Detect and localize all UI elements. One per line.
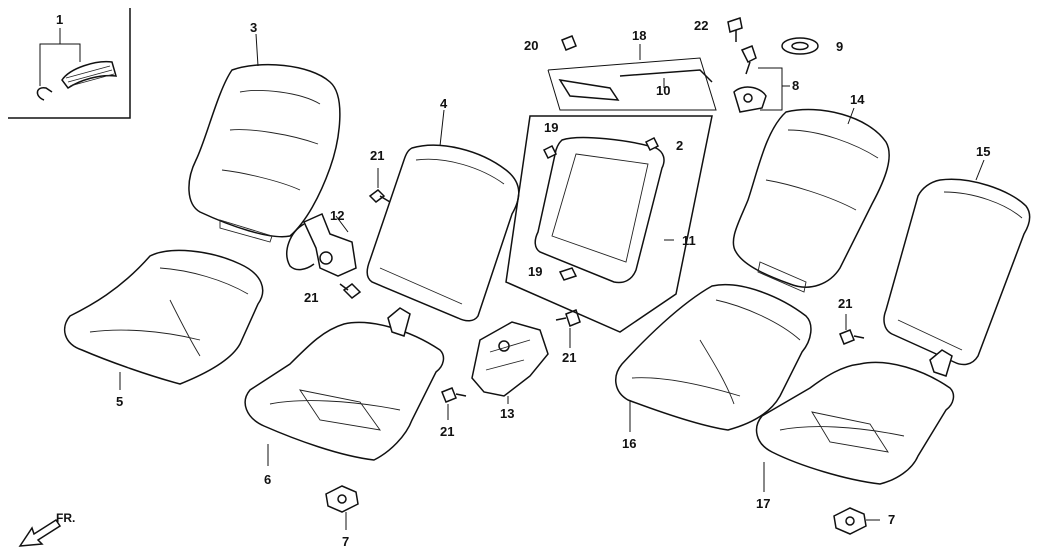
clip-inset-box bbox=[8, 8, 131, 119]
bolt-21-d bbox=[441, 387, 467, 420]
bolt-21-c bbox=[555, 309, 581, 348]
label-15: 15 bbox=[976, 144, 990, 159]
part-16-seat-cushion bbox=[615, 284, 812, 432]
front-direction-label: FR. bbox=[56, 511, 75, 525]
label-21-c: 21 bbox=[562, 350, 576, 365]
label-1: 1 bbox=[56, 12, 63, 27]
label-21-a: 21 bbox=[370, 148, 384, 163]
front-direction-arrow: FR. bbox=[18, 511, 75, 547]
label-21-e: 21 bbox=[838, 296, 852, 311]
label-19-bottom: 19 bbox=[528, 264, 542, 279]
label-19-top: 19 bbox=[544, 120, 558, 135]
part-11-back-panel bbox=[505, 115, 713, 333]
label-16: 16 bbox=[622, 436, 636, 451]
part-13-latch-bracket bbox=[471, 321, 549, 404]
bolt-21-e bbox=[839, 314, 865, 345]
label-21-d: 21 bbox=[440, 424, 454, 439]
bolt-20 bbox=[561, 35, 577, 51]
part-9-nut bbox=[781, 37, 819, 55]
clip-2 bbox=[644, 136, 660, 152]
part-12-recliner-hinge bbox=[286, 212, 357, 277]
part-5-seat-cushion bbox=[63, 249, 264, 390]
label-8: 8 bbox=[792, 78, 799, 93]
label-5: 5 bbox=[116, 394, 123, 409]
label-17: 17 bbox=[756, 496, 770, 511]
part-7-cap-right bbox=[833, 507, 880, 535]
clip-19-b bbox=[558, 267, 578, 281]
part-14-seatback-cover bbox=[732, 107, 890, 293]
label-3: 3 bbox=[250, 20, 257, 35]
label-7-right: 7 bbox=[888, 512, 895, 527]
label-20: 20 bbox=[524, 38, 538, 53]
part-4-seatback bbox=[366, 109, 520, 322]
part-1-clips bbox=[36, 28, 118, 101]
label-11: 11 bbox=[682, 233, 696, 248]
label-14: 14 bbox=[850, 92, 865, 107]
bolt-21-a bbox=[368, 168, 391, 203]
label-13: 13 bbox=[500, 406, 514, 421]
label-4: 4 bbox=[440, 96, 448, 111]
part-3-seatback-cover bbox=[188, 33, 341, 243]
part-labels: 1 2 3 4 5 6 7 7 8 9 10 11 12 13 14 15 16… bbox=[56, 12, 990, 549]
label-2: 2 bbox=[676, 138, 683, 153]
label-18: 18 bbox=[632, 28, 646, 43]
label-7-left: 7 bbox=[342, 534, 349, 549]
clip-19-a bbox=[542, 144, 558, 160]
label-9: 9 bbox=[836, 39, 843, 54]
part-7-cap-left bbox=[325, 485, 359, 530]
label-10: 10 bbox=[656, 83, 670, 98]
label-12: 12 bbox=[330, 208, 344, 223]
part-8-lock-key bbox=[733, 45, 790, 113]
label-22: 22 bbox=[694, 18, 708, 33]
label-21-b: 21 bbox=[304, 290, 318, 305]
part-18-lock-assembly bbox=[547, 44, 717, 111]
bolt-21-b bbox=[339, 283, 362, 299]
label-6: 6 bbox=[264, 472, 271, 487]
part-15-seatback bbox=[883, 159, 1031, 366]
part-6-seat-frame bbox=[244, 307, 445, 466]
bolt-22 bbox=[727, 17, 743, 42]
part-17-seat-frame bbox=[755, 349, 955, 492]
